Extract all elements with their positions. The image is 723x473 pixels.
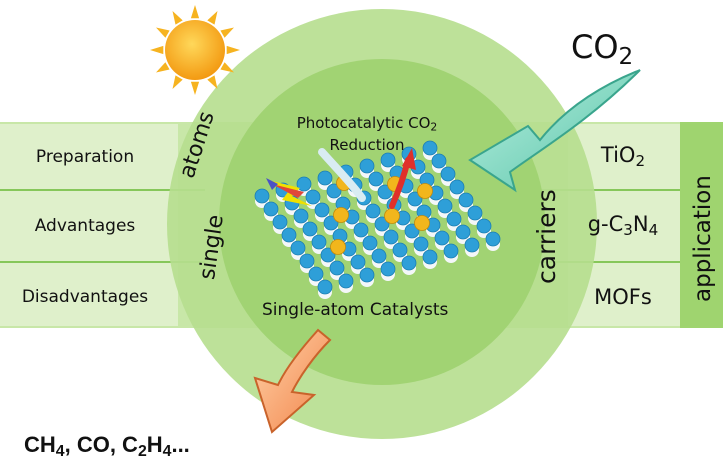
lattice-atom <box>338 273 354 289</box>
lattice-atom <box>296 176 312 192</box>
lattice-atom <box>362 235 378 251</box>
sun-ray <box>220 27 234 38</box>
co2-input-arrow-icon <box>468 69 641 193</box>
lattice-atom <box>302 221 318 237</box>
sun-ray <box>207 75 218 89</box>
lattice-atom <box>317 279 333 295</box>
application-label: application <box>690 175 716 302</box>
lattice-atom <box>458 192 474 208</box>
lattice-atom <box>380 261 396 277</box>
sun-ray <box>156 27 170 38</box>
lattice-atom <box>350 254 366 270</box>
sun-ray <box>172 11 183 25</box>
lattice-atom <box>431 153 447 169</box>
co2-input-label: CO2 <box>571 28 634 70</box>
single-atom <box>330 239 346 255</box>
sun-ray <box>172 75 183 89</box>
lattice-atom <box>290 240 306 256</box>
lattice-atom <box>317 170 333 186</box>
lattice-atom <box>455 224 471 240</box>
center-label: Single-atom Catalysts <box>262 300 449 320</box>
lattice-atom <box>320 247 336 263</box>
lattice-atom <box>371 248 387 264</box>
products-label: CH4, CO, C2H4... <box>24 432 190 460</box>
lattice-atom <box>404 223 420 239</box>
arrow-head-icon <box>402 148 416 170</box>
catalyst-lattice-icon <box>254 140 501 299</box>
carrier-gc3n4: g-C3N4 <box>587 212 659 239</box>
lattice-atom <box>464 237 480 253</box>
lattice-atom <box>281 227 297 243</box>
sun-ray <box>150 45 164 55</box>
lattice-atom <box>467 205 483 221</box>
lattice-atom <box>272 214 288 230</box>
lattice-atom <box>449 179 465 195</box>
lattice-atom <box>308 266 324 282</box>
products-output-arrow-icon <box>253 328 332 434</box>
lattice-atom <box>263 201 279 217</box>
reaction-arc-icon <box>318 148 366 202</box>
lattice-atom <box>437 198 453 214</box>
single-atom <box>333 207 349 223</box>
lattice-atom <box>314 202 330 218</box>
single-atom <box>384 208 400 224</box>
lattice-atom <box>476 218 492 234</box>
lattice-atom <box>359 267 375 283</box>
lattice-atom <box>305 189 321 205</box>
carrier-mofs: MOFs <box>594 285 652 309</box>
lattice-atom <box>323 215 339 231</box>
sun-ray <box>190 5 200 19</box>
lattice-atom <box>422 140 438 156</box>
sun-ray <box>156 62 170 73</box>
lattice-atom <box>443 243 459 259</box>
left-table <box>0 124 178 326</box>
lattice-atom <box>365 203 381 219</box>
sun-ray <box>207 11 218 25</box>
left-item-preparation: Preparation <box>35 147 135 167</box>
sun-ray <box>220 62 234 73</box>
lattice-atom <box>407 191 423 207</box>
diagram-title: Photocatalytic CO2 Reduction <box>296 114 438 154</box>
left-item-disadvantages: Disadvantages <box>21 287 149 307</box>
application-bar <box>680 122 723 328</box>
lattice-atom <box>413 236 429 252</box>
single-atom <box>417 183 433 199</box>
lattice-atom <box>254 188 270 204</box>
lattice-atom <box>401 255 417 271</box>
lattice-atom <box>299 253 315 269</box>
lattice-atom <box>434 230 450 246</box>
lattice-atom <box>326 183 342 199</box>
carrier-tio2: TiO2 <box>600 143 646 170</box>
lattice-atom <box>368 171 384 187</box>
lattice-atom <box>446 211 462 227</box>
lattice-atom <box>311 234 327 250</box>
lattice-atom <box>359 158 375 174</box>
lattice-atom <box>485 231 501 247</box>
lattice-atom <box>374 216 390 232</box>
light-beam-icon <box>266 178 312 206</box>
sun-ray <box>190 81 200 95</box>
lattice-atom <box>383 229 399 245</box>
lattice-atom <box>293 208 309 224</box>
left-item-advantages: Advantages <box>34 216 136 236</box>
sun-ray <box>226 45 240 55</box>
lattice-atom <box>440 166 456 182</box>
single-atom <box>414 215 430 231</box>
ring-word-carriers: carriers <box>532 189 561 284</box>
lattice-atom <box>380 152 396 168</box>
lattice-atom <box>422 249 438 265</box>
lattice-atom <box>329 260 345 276</box>
lattice-atom <box>377 184 393 200</box>
lattice-atom <box>392 242 408 258</box>
sun-icon <box>150 5 240 95</box>
lattice-atom <box>353 222 369 238</box>
